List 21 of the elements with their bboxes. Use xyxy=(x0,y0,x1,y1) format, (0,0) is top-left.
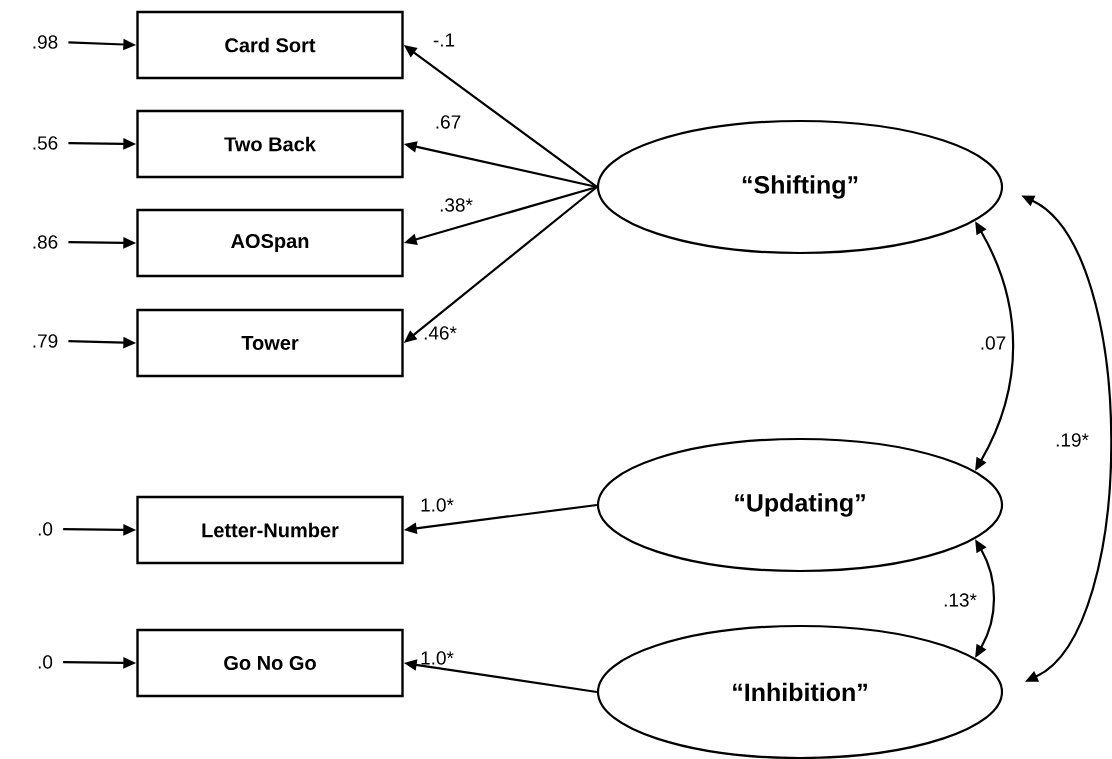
error-term-label: .0 xyxy=(38,522,53,536)
loading-label: .67 xyxy=(436,115,461,129)
error-term-label: .79 xyxy=(33,334,58,348)
correlation-label: .19* xyxy=(1056,433,1089,447)
measure-box: Tower xyxy=(136,308,404,378)
measure-box: Two Back xyxy=(136,109,404,179)
error-term-label: .0 xyxy=(38,655,53,669)
measure-box: Go No Go xyxy=(136,628,404,698)
correlation-label: .07 xyxy=(981,336,1006,350)
loading-label: -.1 xyxy=(433,33,455,47)
loading-label: 1.0* xyxy=(421,651,454,665)
loading-label: .46* xyxy=(424,326,457,340)
measure-box: Letter-Number xyxy=(136,495,404,565)
loading-label: .38* xyxy=(440,198,473,212)
measure-box: Card Sort xyxy=(136,10,404,80)
correlation-label: .13* xyxy=(944,593,977,607)
loading-label: 1.0* xyxy=(421,498,454,512)
error-term-label: .56 xyxy=(33,136,58,150)
error-term-label: .98 xyxy=(33,35,58,49)
measure-box: AOSpan xyxy=(136,208,404,278)
error-term-label: .86 xyxy=(33,235,58,249)
